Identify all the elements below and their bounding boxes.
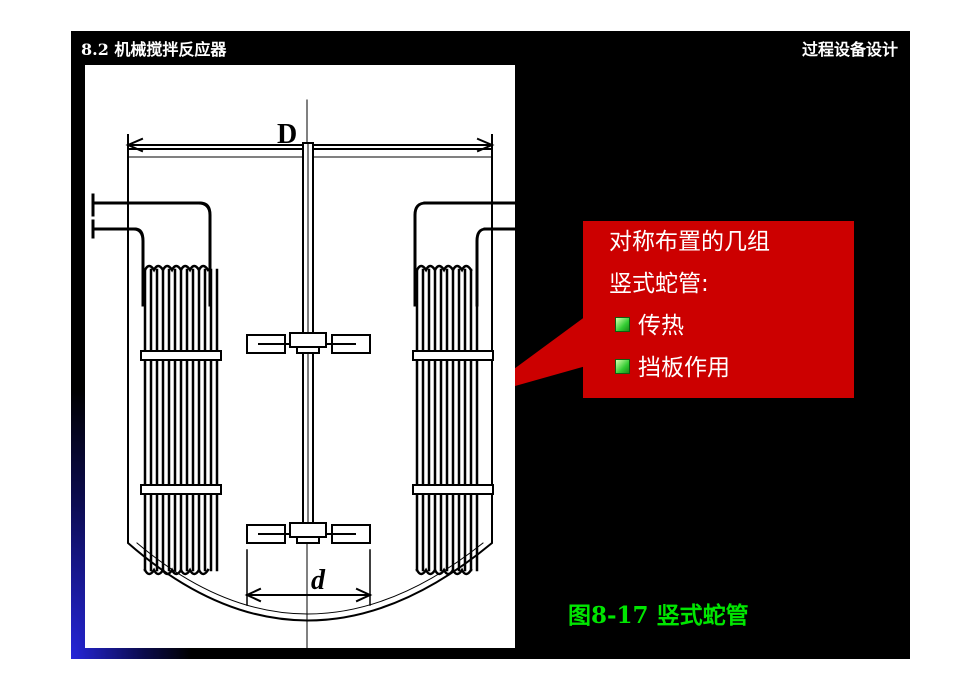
callout-line-1: 对称布置的几组: [609, 229, 770, 255]
right-coil-support-upper: [412, 350, 494, 361]
upper-impeller: [246, 332, 371, 354]
right-coil-support-lower: [412, 484, 494, 495]
green-square-icon: [615, 359, 630, 374]
callout-bullet-text: 传热: [638, 313, 684, 339]
left-coil-inlets: [91, 193, 212, 307]
green-square-icon: [615, 317, 630, 332]
section-title: 8.2 机械搅拌反应器: [81, 40, 227, 59]
right-coil-bundle: [415, 264, 479, 576]
slide: 8.2 机械搅拌反应器 过程设备设计: [71, 31, 910, 659]
callout-bullet-text: 挡板作用: [638, 355, 730, 381]
reactor-diagram: [91, 99, 515, 648]
callout-box: 对称布置的几组 竖式蛇管: 传热 挡板作用: [583, 221, 854, 398]
callout-line-2: 竖式蛇管:: [609, 271, 709, 297]
dimension-d-label: d: [311, 565, 325, 596]
left-coil-bundle: [143, 264, 219, 576]
callout-bullet-2: 挡板作用: [615, 353, 730, 383]
course-title: 过程设备设计: [801, 40, 898, 59]
left-coil-support-upper: [140, 350, 222, 361]
right-coil-inlets: [413, 201, 515, 307]
lower-impeller: [246, 522, 371, 544]
left-coil-support-lower: [140, 484, 222, 495]
callout-bullet-1: 传热: [615, 311, 684, 341]
dimension-D-label: D: [277, 119, 298, 150]
diagram-panel: D d: [85, 65, 515, 648]
figure-caption: 图8-17 竖式蛇管: [568, 602, 749, 629]
vessel-bottom-inner: [136, 542, 484, 615]
